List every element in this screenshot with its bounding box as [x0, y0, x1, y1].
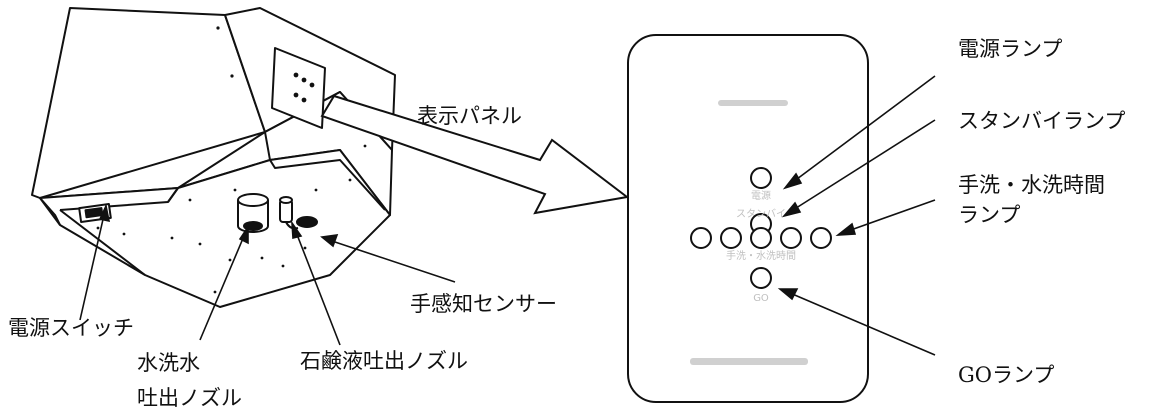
display-panel-arrow [320, 94, 630, 215]
panel-time-lamp-1 [690, 227, 712, 249]
panel-go-caption: GO [753, 293, 769, 304]
panel-time-lamp-3 [750, 227, 772, 249]
washer-device [31, 7, 396, 308]
label-power-lamp: 電源ランプ [958, 37, 1062, 61]
label-soap-nozzle: 石鹸液吐出ノズル [300, 349, 468, 373]
leader-lines [79, 75, 936, 356]
label-display-panel: 表示パネル [417, 104, 522, 128]
panel-time-caption: 手洗・水洗時間 [726, 249, 796, 262]
panel-power-lamp [750, 167, 772, 189]
label-water-nozzle-line2: 吐出ノズル [137, 386, 242, 410]
label-water-nozzle-line1: 水洗水 [137, 351, 200, 375]
panel-footer-faint [690, 358, 808, 365]
panel-go-lamp [750, 267, 772, 289]
device-bottom-plate [39, 149, 391, 308]
label-wash-time-lamp-line2: ランプ [958, 203, 1020, 227]
device-hand-sensor [296, 216, 318, 228]
label-go-lamp: GOランプ [958, 363, 1054, 387]
device-water-nozzle [237, 193, 269, 233]
display-panel: 電源 スタンバイ 手洗・水洗時間 GO [627, 34, 869, 403]
device-display-window [271, 47, 326, 129]
panel-header-faint [718, 100, 788, 106]
device-soap-nozzle [279, 196, 299, 230]
label-standby-lamp: スタンバイランプ [958, 109, 1125, 133]
device-left-face [31, 7, 266, 199]
panel-time-lamp-5 [810, 227, 832, 249]
panel-time-lamp-2 [720, 227, 742, 249]
label-wash-time-lamp-line1: 手洗・水洗時間 [958, 173, 1105, 197]
panel-standby-caption: スタンバイ [736, 208, 786, 220]
label-hand-sensor: 手感知センサー [410, 292, 557, 316]
label-power-switch: 電源スイッチ [8, 316, 134, 340]
panel-time-lamp-4 [780, 227, 802, 249]
panel-frame [627, 34, 869, 403]
panel-power-caption: 電源 [751, 189, 771, 202]
